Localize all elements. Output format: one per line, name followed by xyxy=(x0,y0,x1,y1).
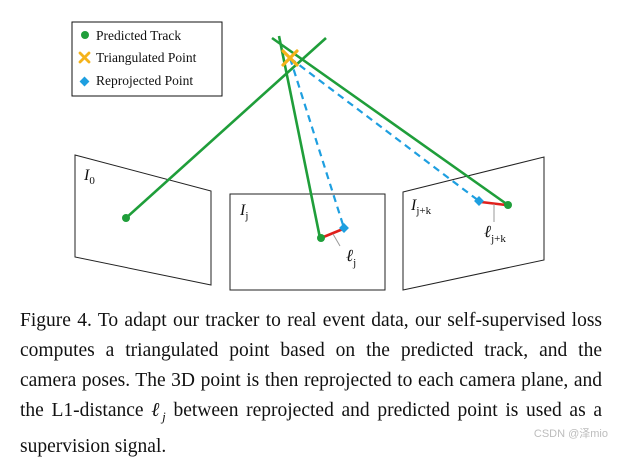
track-ray-plane-j xyxy=(277,35,322,239)
reprojection-ray-plane-jk xyxy=(289,57,480,202)
distance-label-jk: ℓj+k xyxy=(484,222,506,245)
triangulated-point xyxy=(281,49,299,67)
distance-label-j: ℓj xyxy=(346,246,356,269)
predicted-point-plane-j xyxy=(317,234,325,242)
leader-line-j xyxy=(332,233,341,247)
figure-diagram: Predicted Track Triangulated Point Repro… xyxy=(71,21,545,291)
caption-math-symbol: ℓ xyxy=(151,400,163,421)
legend-label-reprojected-point: Reprojected Point xyxy=(96,73,193,88)
camera-plane-0 xyxy=(74,154,212,286)
camera-plane-jk xyxy=(402,156,545,291)
reprojected-point-plane-j xyxy=(339,223,349,233)
plane-label-j: Ij xyxy=(239,202,248,222)
track-ray-plane-jk xyxy=(271,36,509,207)
legend: Predicted Track Triangulated Point Repro… xyxy=(71,21,223,97)
plane-label-0: I0 xyxy=(83,167,95,187)
legend-label-predicted-track: Predicted Track xyxy=(96,28,181,43)
caption-math-subscript: j xyxy=(162,408,166,424)
predicted-track-marker xyxy=(81,31,89,39)
track-ray-plane-0 xyxy=(125,37,327,219)
triangulated-point-marker xyxy=(78,51,91,64)
caption-text-part1: Figure 4. To adapt our tracker to real e… xyxy=(20,310,602,421)
watermark: CSDN @泽mio xyxy=(533,428,608,440)
reprojection-ray-plane-j xyxy=(288,57,346,229)
predicted-point-plane-0 xyxy=(122,214,130,222)
figure-caption: Figure 4. To adapt our tracker to real e… xyxy=(20,306,602,462)
predicted-point-plane-jk xyxy=(504,201,512,209)
l1-distance-jk xyxy=(480,200,507,207)
camera-plane-j xyxy=(229,193,386,291)
plane-label-jk: Ij+k xyxy=(410,197,432,217)
legend-label-triangulated-point: Triangulated Point xyxy=(96,50,197,65)
reprojected-point-plane-jk xyxy=(474,196,484,206)
reprojected-point-marker xyxy=(79,76,90,87)
legend-box xyxy=(71,21,223,97)
